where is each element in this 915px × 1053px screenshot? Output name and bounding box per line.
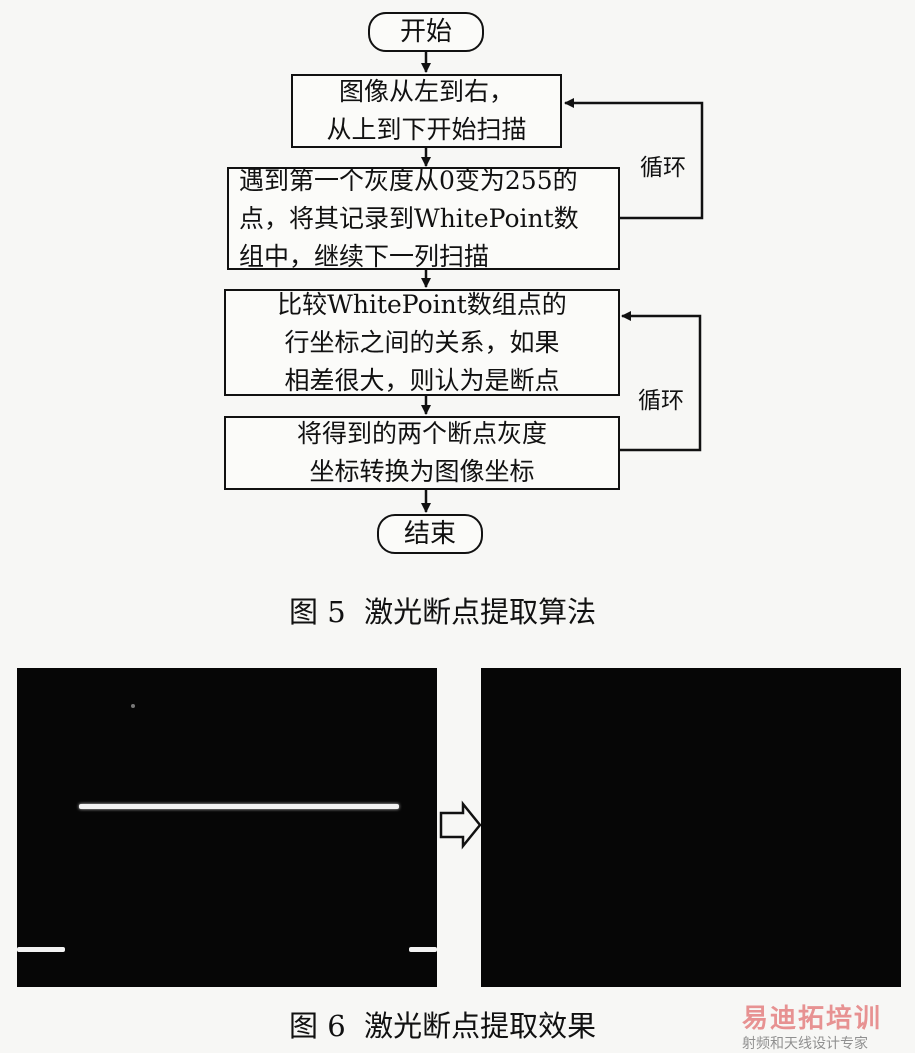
breakpoint-result-image xyxy=(481,668,901,987)
watermark-logo: 易迪拓培训 射频和天线设计专家 xyxy=(742,998,882,1053)
figure6-caption: 图 6 激光断点提取效果 xyxy=(289,1003,596,1045)
watermark-main: 易迪拓培训 xyxy=(742,998,882,1035)
watermark-sub: 射频和天线设计专家 xyxy=(742,1033,882,1053)
